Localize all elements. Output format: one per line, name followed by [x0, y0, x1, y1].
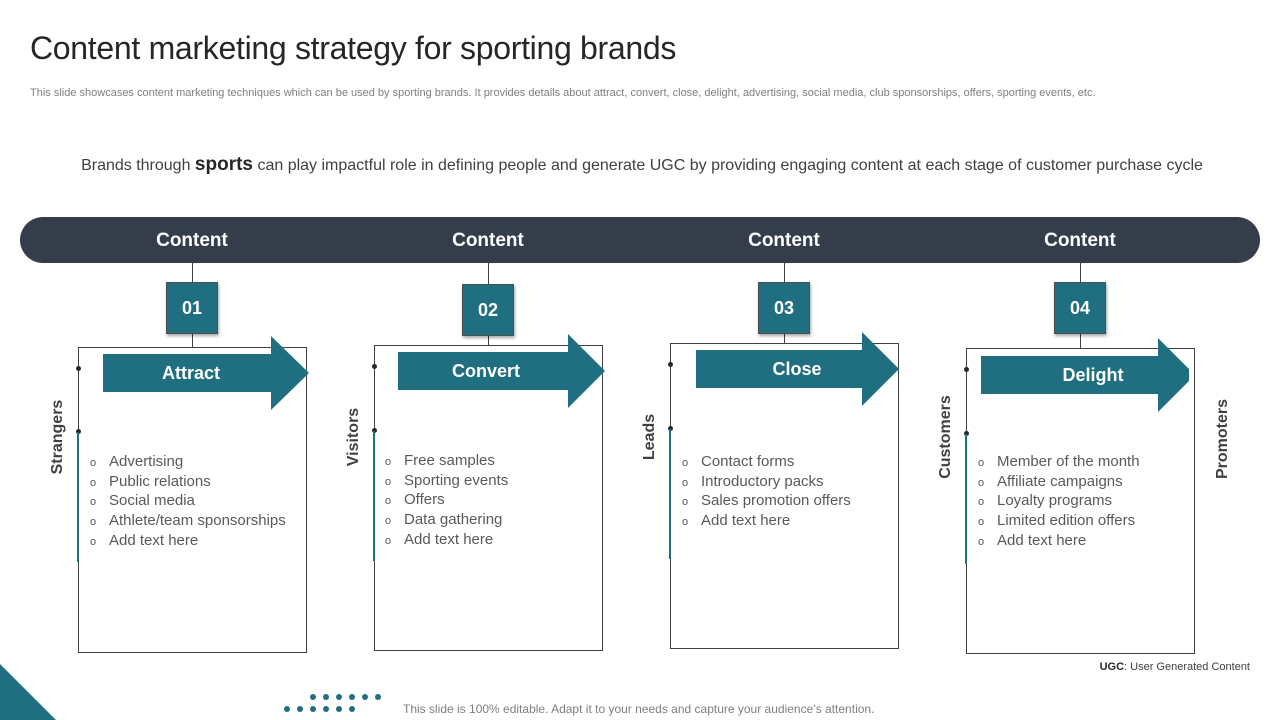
arrow-label: Convert [451, 361, 520, 381]
bullet-icon: o [90, 516, 97, 529]
stage-label: Customers [937, 395, 954, 479]
step-number: 04 [1054, 282, 1106, 334]
footer-note: This slide is 100% editable. Adapt it to… [403, 702, 875, 716]
close-arrow: Close [696, 332, 904, 406]
bullet-dot [668, 362, 673, 367]
step-number: 02 [462, 284, 514, 336]
accent-line [77, 432, 79, 562]
bullet-icon: o [978, 496, 985, 509]
ugc-definition: : User Generated Content [1124, 661, 1250, 673]
step-panel [670, 343, 899, 649]
bullet-icon: o [682, 476, 689, 489]
step-panel [374, 345, 603, 651]
stage-label: Visitors [345, 407, 362, 467]
ugc-abbr: UGC [1099, 661, 1125, 673]
intro-keyword: sports [194, 154, 253, 175]
bullet-icon: o [385, 515, 392, 528]
stage-label: Strangers [49, 399, 66, 475]
bullet-dot [76, 429, 81, 434]
corner-triangle-decoration [0, 664, 56, 720]
accent-line [965, 434, 967, 564]
bar-label-2: Content [452, 230, 524, 251]
arrow-label: Close [772, 359, 822, 379]
bullet-icon: o [90, 535, 97, 548]
bullet-icon: o [90, 476, 97, 489]
bullet-icon: o [978, 516, 985, 529]
slide-subtitle: This slide showcases content marketing t… [30, 87, 1096, 99]
step-panel [78, 347, 307, 653]
final-stage-label: Promoters [1214, 398, 1231, 480]
bullet-icon: o [682, 496, 689, 509]
intro-after: can play impactful role in defining peop… [257, 157, 1203, 174]
delight-arrow: Delight [981, 338, 1189, 412]
bullet-dot [668, 426, 673, 431]
bullet-icon: o [682, 457, 689, 469]
bullet-icon: o [385, 495, 392, 508]
bullet-icon: o [978, 457, 985, 469]
bullet-icon: o [90, 496, 97, 509]
arrow-label: Delight [1062, 365, 1124, 385]
bar-label-1: Content [156, 230, 228, 251]
intro-statement: Brands through sports can play impactful… [0, 154, 1280, 176]
bullet-icon: o [978, 535, 985, 548]
bullet-dot [76, 366, 81, 371]
bullet-icon: o [90, 457, 97, 469]
arrow-shape [398, 334, 605, 408]
step-number: 01 [166, 282, 218, 334]
bullet-icon: o [385, 475, 392, 488]
intro-before: Brands through [81, 157, 191, 174]
convert-arrow: Convert [398, 334, 606, 408]
bullet-dot [372, 364, 377, 369]
arrow-shape [981, 338, 1189, 412]
arrow-label: Attract [161, 363, 220, 383]
bar-label-3: Content [748, 230, 820, 251]
bullet-icon: o [978, 476, 985, 489]
accent-line [669, 429, 671, 559]
arrow-shape [103, 336, 309, 410]
bar-label-4: Content [1044, 230, 1116, 251]
arrow-shape [696, 332, 899, 406]
bullet-icon: o [682, 516, 689, 529]
bullet-dot [964, 367, 969, 372]
bullet-dot [964, 431, 969, 436]
step-number: 03 [758, 282, 810, 334]
bullet-icon: o [385, 534, 392, 547]
step-panel [966, 348, 1195, 654]
stage-label: Leads [641, 413, 658, 461]
bullet-icon: o [385, 456, 392, 468]
content-bar: Content Content Content Content [20, 217, 1260, 263]
bullet-dot [372, 428, 377, 433]
accent-line [373, 431, 375, 561]
attract-arrow: Attract [103, 336, 311, 410]
ugc-footnote: UGC: User Generated Content [1100, 661, 1250, 673]
slide-title: Content marketing strategy for sporting … [30, 30, 677, 66]
